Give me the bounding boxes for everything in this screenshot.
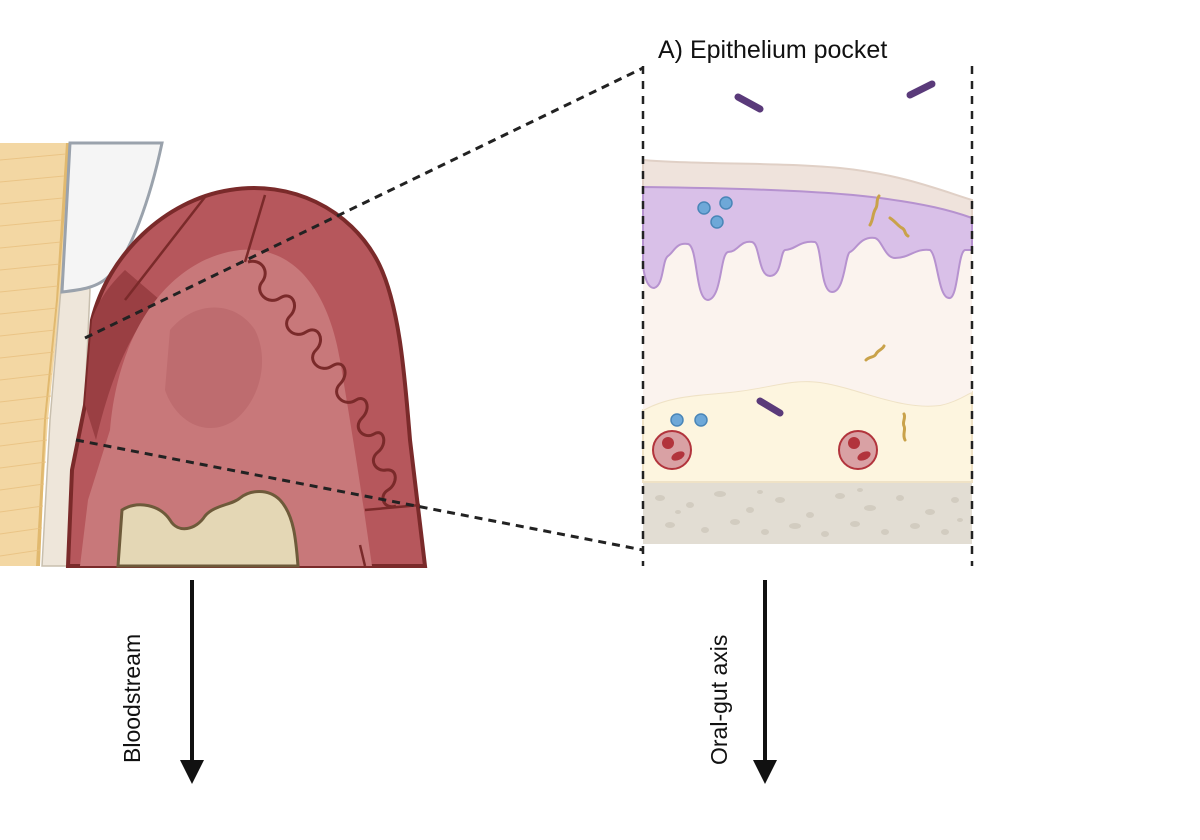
bloodstream-arrow bbox=[180, 580, 204, 784]
connective-tissue bbox=[643, 230, 972, 410]
cocci-cluster-lower bbox=[670, 413, 708, 427]
alveolar-bone bbox=[116, 490, 300, 568]
immune-cell bbox=[838, 430, 878, 470]
panel-title: A) Epithelium pocket bbox=[658, 36, 887, 64]
rod-bacterium bbox=[734, 93, 764, 113]
epithelium-layer bbox=[642, 185, 973, 302]
rete-ridges bbox=[247, 259, 397, 509]
zoom-lines bbox=[75, 66, 644, 552]
spirochete bbox=[888, 216, 910, 238]
epithelium-pocket-panel bbox=[641, 66, 974, 566]
tooth-root bbox=[0, 143, 72, 566]
spirochete bbox=[864, 344, 886, 362]
rod-bacterium bbox=[756, 397, 784, 417]
connective-patch bbox=[165, 307, 263, 429]
oral-gut-axis-label: Oral-gut axis bbox=[706, 635, 732, 765]
rod-bacterium bbox=[906, 80, 936, 99]
base-layer-texture bbox=[655, 488, 963, 537]
spirochete bbox=[901, 412, 907, 442]
tooth-gum-illustration bbox=[0, 141, 428, 568]
spirochetes bbox=[864, 194, 910, 442]
cocci-cluster-upper bbox=[697, 196, 733, 229]
rod-bacteria bbox=[734, 80, 936, 417]
bloodstream-label: Bloodstream bbox=[119, 634, 145, 763]
sulcus-lining bbox=[85, 270, 160, 440]
immune-cell bbox=[652, 430, 692, 470]
oral-gut-arrow bbox=[753, 580, 777, 784]
spirochete bbox=[868, 194, 881, 227]
